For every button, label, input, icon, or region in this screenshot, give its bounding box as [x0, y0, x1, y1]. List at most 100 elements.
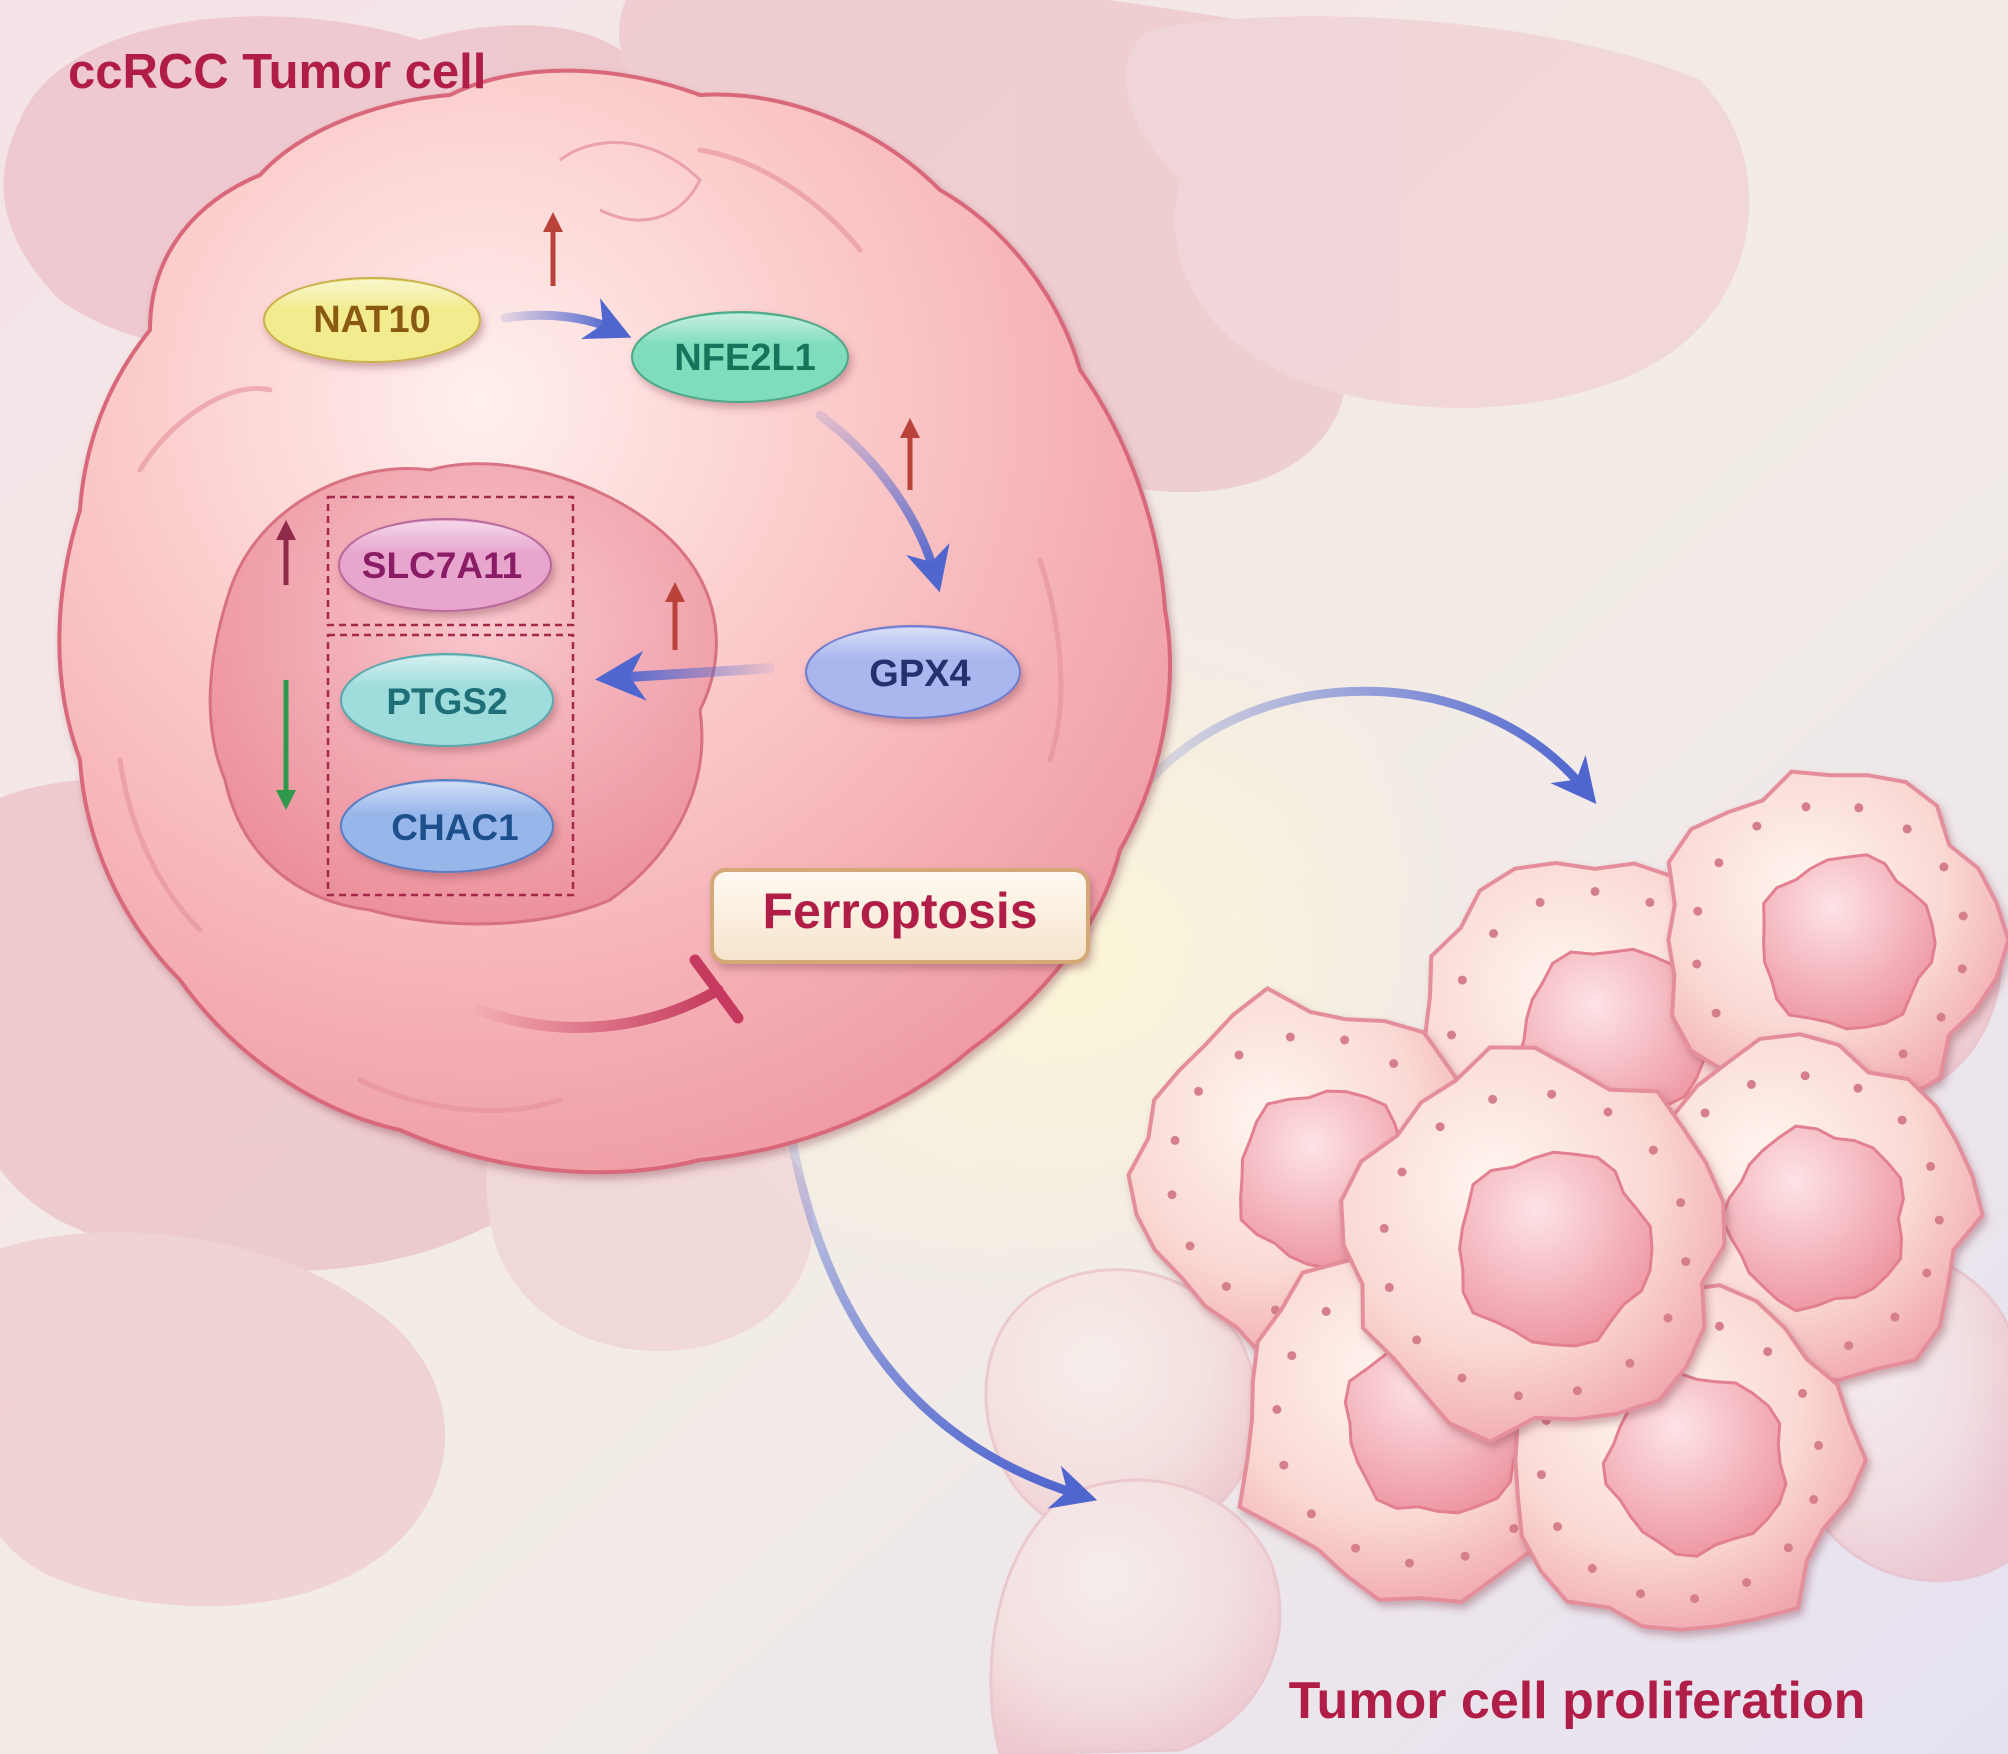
cytoplasm-granule — [1676, 1198, 1686, 1208]
cytoplasm-granule — [1340, 1035, 1350, 1045]
cytoplasm-granule — [1285, 1032, 1295, 1042]
cytoplasm-granule — [1809, 1495, 1819, 1504]
cytoplasm-granule — [1435, 1122, 1445, 1132]
cytoplasm-granule — [1714, 858, 1724, 868]
cytoplasm-granule — [1412, 1335, 1422, 1345]
cytoplasm-granule — [1279, 1460, 1289, 1470]
label-nat10: NAT10 — [313, 299, 431, 341]
cytoplasm-granule — [1800, 1071, 1810, 1081]
cytoplasm-granule — [1922, 1268, 1932, 1278]
cytoplasm-granule — [1287, 1351, 1297, 1361]
cytoplasm-granule — [1648, 1145, 1658, 1155]
cytoplasm-granule — [1221, 1282, 1231, 1291]
cytoplasm-granule — [1547, 1089, 1557, 1099]
cytoplasm-granule — [1535, 897, 1545, 907]
cytoplasm-granule — [1447, 1030, 1456, 1040]
node-gpx4: GPX4 — [805, 625, 1021, 719]
label-ptgs2: PTGS2 — [386, 681, 507, 722]
cytoplasm-granule — [1926, 1161, 1936, 1171]
cytoplasm-granule — [1457, 975, 1467, 985]
slc7a11-group-box — [326, 495, 575, 627]
cytoplasm-granule — [1488, 1094, 1498, 1104]
cytoplasm-granule — [1272, 1405, 1282, 1414]
cytoplasm-granule — [1460, 1551, 1470, 1561]
cytoplasm-granule — [1936, 1012, 1946, 1022]
cytoplasm-granule — [1814, 1440, 1824, 1450]
cytoplasm-granule — [1170, 1135, 1180, 1145]
cytoplasm-granule — [1902, 824, 1912, 834]
cytoplasm-granule — [1234, 1050, 1244, 1060]
cytoplasm-granule — [1489, 929, 1498, 938]
cytoplasm-granule — [1351, 1543, 1361, 1553]
node-slc7a11: SLC7A11 — [338, 518, 552, 612]
node-nat10: NAT10 — [263, 277, 481, 363]
cytoplasm-granule — [1690, 1594, 1700, 1604]
cytoplasm-granule — [1663, 1313, 1673, 1323]
cytoplasm-granule — [1509, 1524, 1519, 1534]
tumor-cell-nucleus — [1601, 1370, 1788, 1558]
proliferating-cells — [1126, 769, 2008, 1632]
cytoplasm-granule — [1389, 1059, 1399, 1068]
cytoplasm-granule — [1306, 1509, 1316, 1519]
label-gpx4: GPX4 — [869, 653, 970, 695]
arrow-to-proliferation-bottom — [785, 1125, 1098, 1509]
ferroptosis-label: Ferroptosis — [762, 883, 1037, 939]
cytoplasm-granule — [1536, 1470, 1546, 1480]
cytoplasm-granule — [1853, 1083, 1863, 1093]
inhibition-bar — [689, 954, 744, 1024]
node-chac1: CHAC1 — [340, 779, 554, 873]
cytoplasm-granule — [1897, 1115, 1907, 1125]
cytoplasm-granule — [1934, 1215, 1944, 1225]
cytoplasm-granule — [1321, 1306, 1331, 1316]
cytoplasm-granule — [1700, 1108, 1710, 1118]
cytoplasm-granule — [1457, 1373, 1467, 1383]
tumor-cell-nucleus — [1762, 853, 1937, 1031]
cytoplasm-granule — [1939, 862, 1949, 872]
tumor-cell-nucleus — [1458, 1150, 1654, 1348]
cytoplasm-granule — [1636, 1589, 1645, 1599]
cytoplasm-granule — [1384, 1282, 1394, 1292]
label-nfe2l1: NFE2L1 — [674, 337, 815, 379]
cytoplasm-granule — [1513, 1391, 1523, 1401]
cytoplasm-granule — [1397, 1167, 1407, 1177]
cytoplasm-granule — [1711, 1008, 1721, 1018]
arrow-gpx4-to-ptgs2 — [595, 650, 775, 701]
node-nfe2l1: NFE2L1 — [631, 311, 849, 403]
cytoplasm-granule — [1898, 1049, 1908, 1059]
cytoplasm-granule — [1715, 1321, 1724, 1331]
cytoplasm-granule — [1746, 1079, 1756, 1089]
ptgs2-chac1-group-box — [326, 633, 575, 897]
cytoplasm-granule — [1379, 1223, 1389, 1233]
cytoplasm-granule — [1572, 1386, 1582, 1396]
cytoplasm-granule — [1603, 1107, 1613, 1117]
cytoplasm-granule — [1590, 887, 1600, 896]
cytoplasm-granule — [1167, 1190, 1177, 1200]
cytoplasm-granule — [1763, 1347, 1773, 1357]
title-ccrcc-tumor-cell: ccRCC Tumor cell — [68, 45, 486, 99]
tumor-cell — [1339, 1045, 1727, 1444]
inhibition-arrow — [474, 984, 724, 1033]
cytoplasm-granule — [1783, 1543, 1793, 1553]
cytoplasm-granule — [1625, 1358, 1635, 1368]
cytoplasm-granule — [1752, 821, 1762, 831]
cytoplasm-granule — [1587, 1563, 1597, 1573]
cytoplasm-granule — [1958, 911, 1968, 921]
arrow-nfe2l1-to-gpx4 — [815, 410, 950, 593]
label-tumor-cell-proliferation: Tumor cell proliferation — [1289, 1672, 1866, 1730]
cytoplasm-granule — [1692, 959, 1702, 969]
cytoplasm-granule — [1405, 1558, 1414, 1568]
cytoplasm-granule — [1553, 1522, 1562, 1532]
ferroptosis-box: Ferroptosis — [710, 868, 1090, 964]
cytoplasm-granule — [1194, 1086, 1203, 1096]
cytoplasm-granule — [1890, 1312, 1900, 1322]
cytoplasm-granule — [1957, 964, 1967, 974]
tumor-cell — [1666, 769, 2008, 1109]
cytoplasm-granule — [1645, 897, 1655, 907]
label-chac1: CHAC1 — [391, 807, 518, 848]
cytoplasm-granule — [1844, 1341, 1854, 1351]
cytoplasm-granule — [1854, 803, 1864, 813]
arrow-nat10-to-nfe2l1 — [500, 298, 632, 339]
cytoplasm-granule — [1693, 906, 1703, 916]
cytoplasm-granule — [1798, 1388, 1807, 1398]
